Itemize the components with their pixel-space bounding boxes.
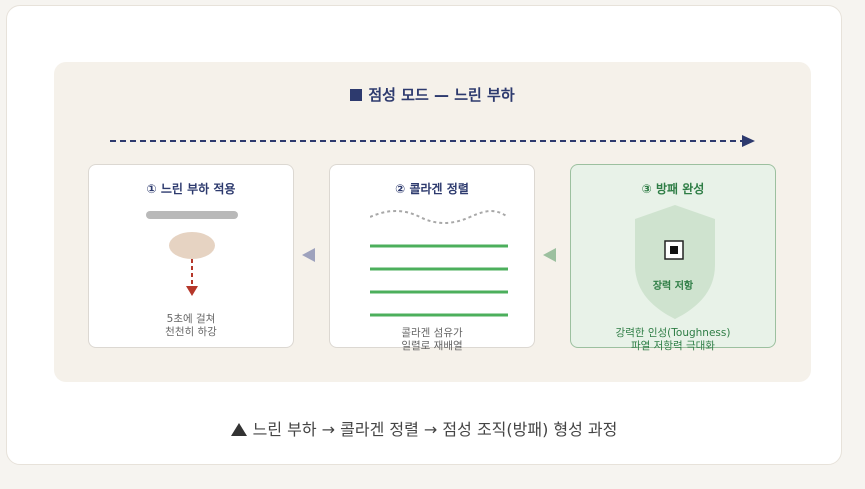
wavy-fiber-icon — [370, 210, 509, 224]
triangle-up-icon — [230, 423, 247, 436]
left-arrow-icon — [302, 248, 315, 262]
tissue-blob-icon — [169, 232, 215, 259]
caption-line: 일렬로 재배열 — [401, 340, 463, 352]
step-shield-complete: ③ 방패 완성 장력 저항 강력한 인성(Toughness) 파열 저항력 극… — [570, 164, 776, 352]
caption-line: 콜라겐 섬유가 — [401, 327, 463, 339]
caption-line: 파열 저항력 극대화 — [631, 340, 715, 352]
step-title: ① 느린 부하 적용 — [146, 182, 236, 196]
step-title: ③ 방패 완성 — [641, 182, 705, 196]
figure-caption: 느린 부하 → 콜라겐 정렬 → 점성 조직(방패) 형성 과정 — [7, 416, 841, 440]
caption-line: 5초에 걸쳐 — [166, 313, 216, 325]
diagram-title: 점성 모드 — 느린 부하 — [54, 84, 811, 105]
load-plate-icon — [146, 211, 238, 219]
aligned-fibers-icon — [370, 244, 508, 317]
diagram-panel: 점성 모드 — 느린 부하 ① 느린 부하 적용 5초에 걸쳐 천천히 하강 ②… — [54, 62, 811, 382]
step-slow-load: ① 느린 부하 적용 5초에 걸쳐 천천히 하강 — [88, 164, 294, 348]
downward-arrow-icon — [186, 259, 198, 296]
figure-caption-text: 느린 부하 → 콜라겐 정렬 → 점성 조직(방패) 형성 과정 — [252, 420, 618, 439]
step-caption: 강력한 인성(Toughness) 파열 저항력 극대화 — [571, 327, 775, 353]
caption-line: 천천히 하강 — [165, 326, 217, 338]
flow-arrow — [110, 135, 755, 147]
step-caption: 콜라겐 섬유가 일렬로 재배열 — [330, 327, 534, 353]
title-square-icon — [350, 89, 363, 101]
step-collagen-align: ② 콜라겐 정렬 콜라겐 섬유가 일렬로 재배열 — [329, 164, 535, 352]
shield-label: 장력 저항 — [652, 281, 694, 292]
left-arrow-icon — [543, 248, 556, 262]
shield-icon — [635, 205, 715, 319]
diagram-title-text: 점성 모드 — 느린 부하 — [368, 86, 515, 104]
step-title: ② 콜라겐 정렬 — [395, 182, 469, 196]
figure-card: 점성 모드 — 느린 부하 ① 느린 부하 적용 5초에 걸쳐 천천히 하강 ②… — [6, 5, 842, 465]
step-caption: 5초에 걸쳐 천천히 하강 — [89, 313, 293, 339]
caption-line: 강력한 인성(Toughness) — [615, 327, 731, 339]
